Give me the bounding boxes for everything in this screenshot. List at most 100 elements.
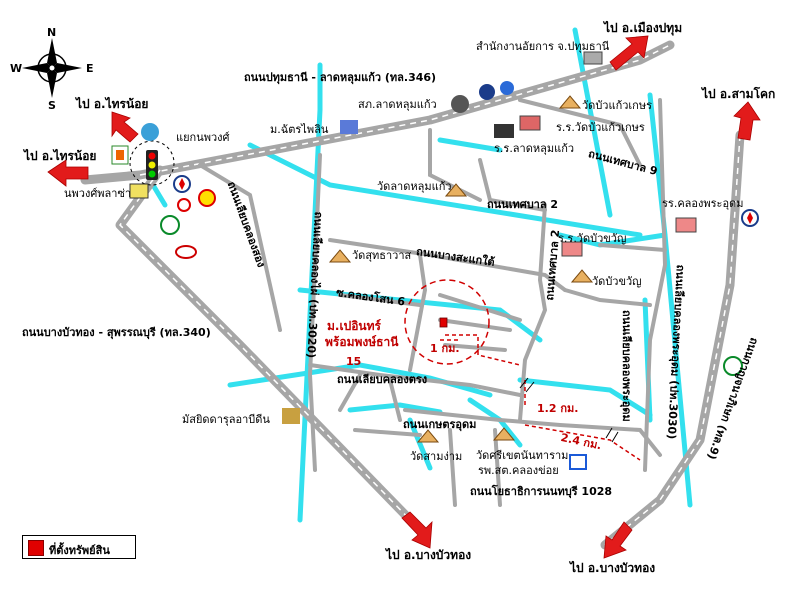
distance-1-2km: 1.2 กม. <box>537 402 579 415</box>
place-wat-sam: วัดสามง่าม <box>410 450 463 463</box>
distance-1km: 1 กม. <box>430 342 460 355</box>
place-mosque: มัสยิดดารุลอาบีดีน <box>182 413 270 426</box>
place-intersection: แยกนพวงศ์ <box>176 131 230 144</box>
place-village-2: พร้อมพงษ์ธานี <box>325 335 399 349</box>
arrow-icon <box>111 111 139 143</box>
road-minor <box>408 253 428 372</box>
road-minor <box>198 163 282 332</box>
gas-station-icons <box>111 51 759 470</box>
place-land-office: สำนักงานอัยการ จ.ปทุมธานี <box>476 40 610 53</box>
temple-icon <box>558 95 582 109</box>
shell-icon <box>198 189 216 207</box>
place-wat-lat: วัดลาดหลุมแก้ว <box>377 180 452 193</box>
dest-muang-pathum: ไป อ.เมืองปทุม <box>604 21 683 35</box>
property-marker-icon <box>439 317 448 328</box>
canal <box>347 402 443 415</box>
dest-bangbuathong-1: ไป อ.บางบัวทอง <box>386 548 472 562</box>
compass-rose-icon <box>22 38 82 98</box>
place-wat-bua: วัดบัวแก้วเกษร <box>582 99 652 112</box>
road-label-thesaban2: ถนนเทศบาล 2 <box>487 198 559 211</box>
hospital-icon <box>569 454 587 470</box>
arrow-icon <box>603 521 633 559</box>
legend: ที่ตั้งทรัพย์สิน <box>22 535 136 559</box>
canal <box>572 27 613 218</box>
road-label-phra-udom: ถนนเลียบคลองพระอุดม <box>620 310 633 422</box>
compass-west: W <box>10 62 23 75</box>
canal <box>297 62 323 523</box>
road-khlongtrong <box>308 363 522 397</box>
minor-roads <box>198 98 668 507</box>
road-minor <box>438 293 522 322</box>
road-thesaban9 <box>518 98 642 167</box>
temple-icons <box>328 95 594 443</box>
road-label-bangbuathong: ถนนบางบัวทอง - สุพรรณบุรี (ทล.340) <box>22 326 211 339</box>
temple-icon <box>328 249 352 263</box>
place-school-bua: ร.ร.วัดบัวแก้วเกษร <box>556 121 645 134</box>
road-minor <box>438 318 512 332</box>
place-hospital: รพ.สต.คลองข่อย <box>478 464 559 477</box>
place-number-15: 15 <box>346 355 362 368</box>
police-icon <box>451 95 469 113</box>
legend-label: ที่ตั้งทรัพย์สิน <box>49 544 110 557</box>
temple-icon <box>570 269 594 283</box>
break-marks <box>519 377 619 443</box>
place-wat-khwan: วัดบัวขวัญ <box>592 275 642 288</box>
temple-icon <box>416 429 440 443</box>
property-radius <box>404 279 490 365</box>
road-minor <box>598 243 667 252</box>
road-pl3020 <box>307 153 322 472</box>
school-icon <box>519 115 541 131</box>
dest-bangbuathong-2: ไป อ.บางบัวทอง <box>570 561 656 575</box>
canal <box>407 417 433 471</box>
road-label-kaset: ถนนเกษตรอุดม <box>403 418 477 431</box>
dest-sam-khok: ไป อ.สามโคก <box>702 87 776 101</box>
school-icon <box>561 241 583 257</box>
place-school-khwan: ร.ร.วัดบัวขวัญ <box>558 232 627 245</box>
place-village: ม.เปอินทร์ <box>327 319 381 333</box>
road-bangsakae <box>328 238 567 292</box>
ptt-icon <box>479 84 495 100</box>
road-minor <box>443 343 507 352</box>
compass-south: S <box>48 99 56 112</box>
mosque-icon <box>282 408 300 424</box>
gas-station-icon <box>177 198 191 212</box>
canal <box>227 362 493 398</box>
dest-sai-noi-2: ไป อ.ไทรน้อย <box>24 149 97 163</box>
gas-station-icon <box>500 81 514 95</box>
canal <box>437 137 503 153</box>
road-minor <box>428 128 482 202</box>
gas-station-icon <box>141 123 159 141</box>
destination-arrows <box>47 35 761 559</box>
road-minor <box>338 373 362 412</box>
temple-icon <box>444 183 468 197</box>
plaza-icon <box>129 183 149 199</box>
compass-east: E <box>86 62 94 75</box>
road-soi6 <box>338 293 422 307</box>
temple-icon <box>492 427 516 441</box>
arrow-icon <box>609 35 649 71</box>
place-mandarin: ม.ฉัตรไพลิน <box>270 123 329 136</box>
canal <box>247 142 643 238</box>
arrow-icon <box>401 511 433 549</box>
place-lat-police: สภ.ลาดหลุมแก้ว <box>358 98 437 111</box>
road-pl3030 <box>643 98 668 472</box>
place-school-phra: รร.คลองพระอุดม <box>662 197 744 210</box>
road-sainoi <box>80 170 145 185</box>
ptt-icon <box>160 215 180 235</box>
toyota-icon <box>175 245 197 259</box>
dest-sai-noi-1: ไป อ.ไทรน้อย <box>76 97 149 111</box>
road-label-yotha: ถนนโยธาธิการนนทบุรี 1028 <box>470 485 613 498</box>
arrow-icon <box>47 159 89 187</box>
road-label-pathum-lat: ถนนปทุมธานี - ลาดหลุมแก้ว (ทล.346) <box>244 71 437 84</box>
place-school-lat: ร.ร.ลาดหลุมแก้ว <box>494 142 575 155</box>
road-minor <box>493 428 502 507</box>
road-thesaban2 <box>478 158 547 212</box>
school-icon <box>675 217 697 233</box>
road-minor <box>448 428 457 507</box>
road-minor <box>353 428 422 437</box>
road-label-khlongtrong: ถนนเลียบคลองตรง <box>337 373 428 386</box>
property-marker-icon <box>28 540 44 556</box>
place-wat-sutha: วัดสุทธาวาส <box>352 249 412 262</box>
distance-lines <box>440 334 641 461</box>
